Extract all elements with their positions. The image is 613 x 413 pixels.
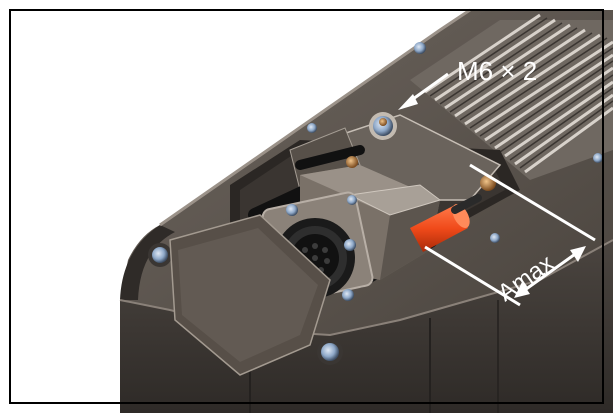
orange-cable-sleeve bbox=[410, 194, 482, 252]
dimension-extension-lines bbox=[424, 163, 596, 307]
image-border bbox=[9, 9, 604, 404]
circular-connector bbox=[261, 191, 374, 304]
double-headed-arrow-icon bbox=[514, 246, 586, 298]
screw-spec-label: M6 × 2 bbox=[457, 56, 537, 86]
m6-screws bbox=[346, 112, 496, 191]
arrow-icon bbox=[398, 72, 449, 110]
housing-bolts bbox=[148, 42, 603, 365]
heatsink-fins bbox=[410, 13, 613, 180]
lower-bracket bbox=[169, 214, 331, 376]
connector-housing bbox=[300, 165, 442, 280]
